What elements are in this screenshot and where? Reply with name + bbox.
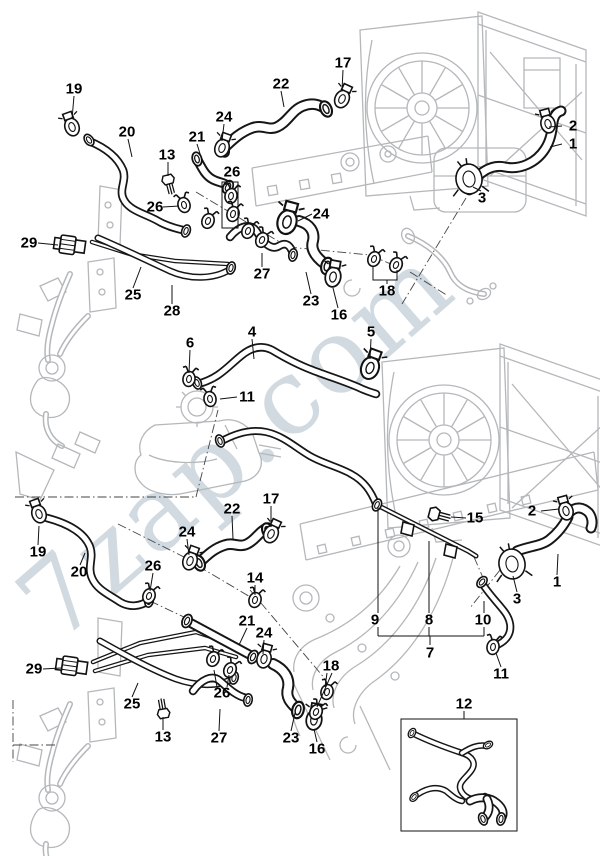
callout-29: 29 bbox=[25, 660, 43, 678]
callout-24: 24 bbox=[255, 624, 273, 642]
callout-23: 23 bbox=[282, 729, 300, 747]
callout-27: 27 bbox=[253, 265, 271, 283]
callout-10: 10 bbox=[474, 611, 492, 629]
callout-24: 24 bbox=[178, 523, 196, 541]
callout-27: 27 bbox=[210, 729, 228, 747]
callout-18: 18 bbox=[378, 282, 396, 300]
callout-24: 24 bbox=[215, 108, 233, 126]
callout-6: 6 bbox=[185, 334, 195, 352]
callout-1: 1 bbox=[568, 135, 578, 153]
callout-11: 11 bbox=[239, 388, 255, 406]
callout-7: 7 bbox=[425, 644, 435, 662]
callout-21: 21 bbox=[188, 128, 206, 146]
callout-12: 12 bbox=[455, 695, 473, 713]
callout-5: 5 bbox=[366, 323, 376, 341]
callout-20: 20 bbox=[118, 123, 136, 141]
callout-29: 29 bbox=[20, 234, 38, 252]
callout-4: 4 bbox=[247, 323, 257, 341]
callout-2: 2 bbox=[527, 502, 537, 520]
callout-19: 19 bbox=[29, 543, 47, 561]
part-12-box bbox=[400, 718, 518, 832]
callout-18: 18 bbox=[322, 657, 340, 675]
callout-1: 1 bbox=[552, 573, 562, 591]
callout-14: 14 bbox=[246, 569, 264, 587]
callout-17: 17 bbox=[262, 490, 280, 508]
leader-lines bbox=[37, 69, 563, 832]
callout-26: 26 bbox=[146, 198, 164, 216]
callout-9: 9 bbox=[370, 611, 380, 629]
callout-13: 13 bbox=[158, 146, 176, 164]
construction-lines bbox=[12, 191, 501, 762]
callout-11: 11 bbox=[493, 665, 509, 683]
callout-20: 20 bbox=[70, 563, 88, 581]
callout-13: 13 bbox=[154, 728, 172, 746]
callout-23: 23 bbox=[302, 292, 320, 310]
callout-24: 24 bbox=[312, 205, 330, 223]
callout-15: 15 bbox=[466, 509, 484, 527]
callout-3: 3 bbox=[477, 189, 487, 207]
fasteners bbox=[23, 80, 579, 733]
callout-2: 2 bbox=[568, 117, 578, 135]
callout-25: 25 bbox=[124, 286, 142, 304]
callout-16: 16 bbox=[308, 740, 326, 758]
callout-21: 21 bbox=[238, 612, 256, 630]
callout-8: 8 bbox=[424, 611, 434, 629]
callout-3: 3 bbox=[512, 590, 522, 608]
group-26-box bbox=[221, 181, 239, 229]
callout-22: 22 bbox=[272, 75, 290, 93]
callout-19: 19 bbox=[65, 80, 83, 98]
callout-28: 28 bbox=[163, 302, 181, 320]
callout-22: 22 bbox=[223, 500, 241, 518]
callout-25: 25 bbox=[123, 695, 141, 713]
callout-16: 16 bbox=[330, 306, 348, 324]
callout-26: 26 bbox=[223, 163, 241, 181]
callout-26: 26 bbox=[144, 557, 162, 575]
callout-26: 26 bbox=[213, 684, 231, 702]
engine-block-lower bbox=[97, 451, 599, 771]
callout-17: 17 bbox=[334, 54, 352, 72]
water-bridge-gray bbox=[339, 227, 497, 754]
